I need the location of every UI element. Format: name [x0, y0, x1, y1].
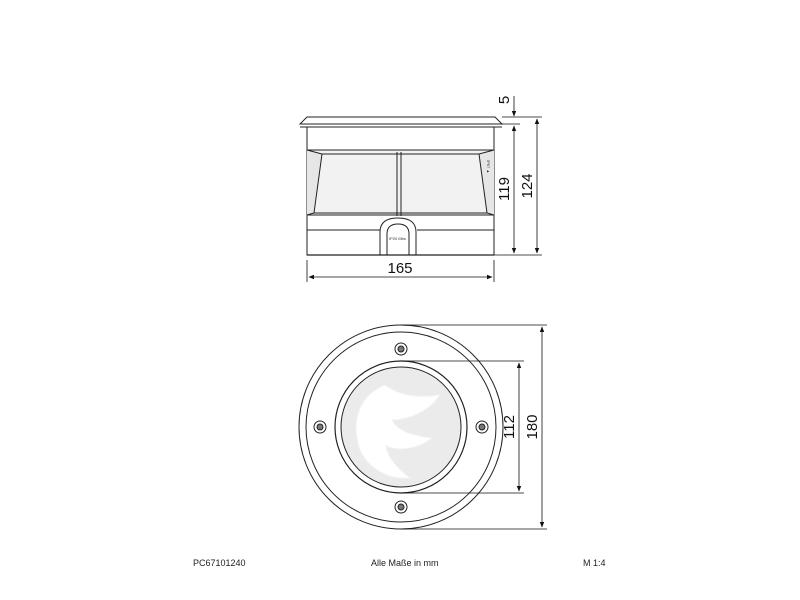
lens-marking: IP20 Mbs — [389, 236, 406, 241]
dim-body-height: 119 — [496, 177, 513, 201]
dim-inner-diameter: 112 — [501, 415, 518, 439]
reflection-highlight — [355, 384, 442, 479]
dim-width: 165 — [387, 260, 412, 277]
screw-top — [394, 342, 408, 356]
units-note: Alle Maße in mm — [371, 558, 439, 568]
screw-left — [313, 420, 327, 434]
part-number: PC67101240 — [193, 558, 246, 568]
side-view — [298, 116, 504, 256]
cable-entry — [379, 217, 417, 255]
dim-top-offset: 5 — [496, 96, 513, 104]
top-view — [298, 324, 504, 530]
side-view-dimensions — [306, 96, 542, 282]
dim-outer-diameter: 180 — [524, 414, 541, 439]
ip-marking: IP67 ▲ — [486, 160, 491, 173]
dim-total-height: 124 — [519, 173, 536, 198]
flange — [298, 116, 504, 125]
screw-right — [475, 420, 489, 434]
scale-label: M 1:4 — [583, 558, 606, 568]
screw-bottom — [394, 500, 408, 514]
top-view-dimensions — [401, 324, 547, 530]
